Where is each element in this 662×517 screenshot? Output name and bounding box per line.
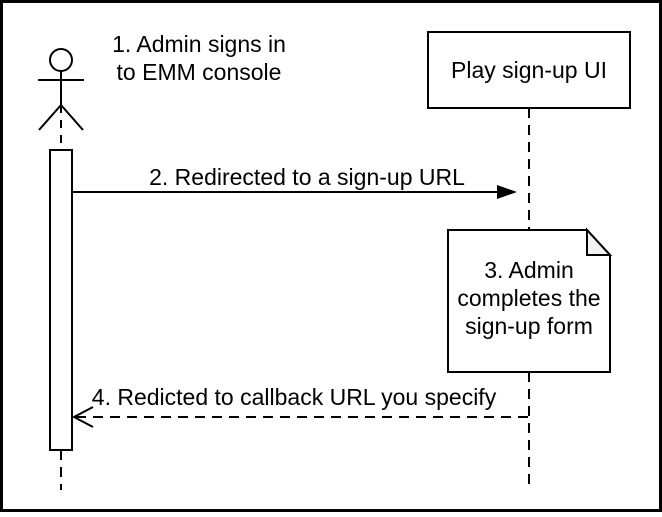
actor-activation-bar [49, 149, 73, 451]
step3-label-line1: 3. Admin [484, 257, 574, 283]
step2-arrowhead-icon [497, 185, 517, 199]
play-signup-ui-label: Play sign-up UI [451, 57, 607, 83]
actor-left-leg [38, 104, 62, 131]
actor-icon [38, 48, 84, 131]
step2-label: 2. Redirected to a sign-up URL [149, 164, 465, 190]
actor-right-leg [60, 104, 84, 131]
step1-label-line2: to EMM console [117, 59, 282, 85]
step4-open-arrowhead-icon [71, 406, 94, 428]
play-signup-ui-box [427, 31, 631, 109]
note-step3-body [447, 229, 611, 373]
note-step3-fold-icon [586, 227, 613, 256]
step3-label-line3: sign-up form [465, 313, 593, 339]
step1-label-line1: 1. Admin signs in [112, 31, 286, 57]
actor-head [49, 48, 73, 72]
step4-label: 4. Redicted to callback URL you specify [92, 384, 497, 410]
step3-label-line2: completes the [457, 285, 600, 311]
